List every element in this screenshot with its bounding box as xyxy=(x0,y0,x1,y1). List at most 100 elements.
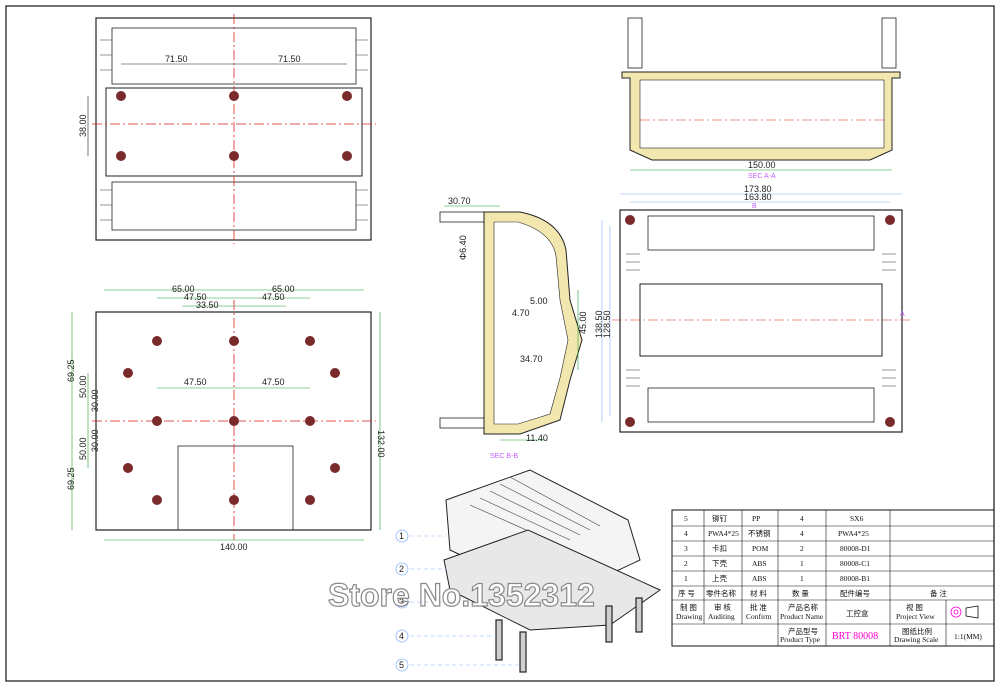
dim-bottom-132-00: 132.00 xyxy=(376,430,386,458)
exploded-view: 1 2 3 4 5 xyxy=(395,469,662,673)
part-2-qty: 1 xyxy=(800,559,804,568)
aa-cavity xyxy=(639,79,885,149)
dim-bottom-30-00-upper: 30.00 xyxy=(90,389,100,412)
callout-3: 3 xyxy=(399,597,404,607)
title-block-grid xyxy=(672,510,994,646)
front-view-outline xyxy=(619,209,903,433)
dim-bottom-69-25-lower: 69.25 xyxy=(66,467,76,490)
header-qty: 数 量 xyxy=(792,588,809,598)
dim-bottom-47-50-upper-right: 47.50 xyxy=(262,292,285,302)
front-view-marker-b: B xyxy=(752,203,757,210)
header-name: 零件名称 xyxy=(706,588,736,598)
product-name-label-cn: 产品名称 xyxy=(788,602,818,612)
dim-bottom-47-50-upper-left: 47.50 xyxy=(184,292,207,302)
dim-bb-phi-6-40: Φ6.40 xyxy=(458,235,468,260)
part-5-qty: 4 xyxy=(800,514,804,523)
part-4-qty: 4 xyxy=(800,529,804,538)
part-4-no: 4 xyxy=(684,529,688,538)
top-view-ribs xyxy=(100,39,368,221)
callout-2: 2 xyxy=(399,564,404,574)
dim-bottom-140-00: 140.00 xyxy=(220,542,248,552)
front-view-lower-window xyxy=(647,387,875,423)
dim-bottom-30-00-lower: 30.00 xyxy=(90,429,100,452)
store-watermark: Store No.1352312 xyxy=(328,577,595,613)
dim-top-71-50-left: 71.50 xyxy=(165,54,188,64)
top-view-outline xyxy=(95,17,372,241)
sheet-border xyxy=(5,5,995,682)
product-name-value: 工控盒 xyxy=(846,608,869,618)
part-1-qty: 1 xyxy=(800,574,804,583)
aa-right-rivet xyxy=(881,17,897,69)
auditing-label-cn: 审 核 xyxy=(714,602,731,612)
scale-value: 1:1(MM) xyxy=(954,632,982,641)
part-2-no: 2 xyxy=(684,559,688,568)
top-view-screws xyxy=(116,91,352,161)
dim-bottom-50-00-upper: 50.00 xyxy=(78,375,88,398)
bb-lower-rivet xyxy=(439,417,485,429)
dim-bottom-47-50-mid-left: 47.50 xyxy=(184,377,207,387)
scale-label-cn: 图纸比例 xyxy=(902,626,932,636)
front-view-dim-lines xyxy=(601,193,902,422)
part-4-material: 不锈钢 xyxy=(748,528,771,538)
product-name-label-en: Product Name xyxy=(780,612,824,621)
exploded-leader-lines xyxy=(410,535,520,666)
product-type-value: BRT 80008 xyxy=(832,631,878,642)
scale-label-en: Drawing Scale xyxy=(894,635,939,644)
title-block: 5 铆钉 PP 4 SX6 4 PWA4*25 不锈钢 4 PWA4*25 3 … xyxy=(671,509,995,647)
title-block-frame xyxy=(671,509,995,647)
dim-bb-45-00: 45.00 xyxy=(578,311,588,334)
part-1-no: 1 xyxy=(684,574,688,583)
dim-bb-34-70: 34.70 xyxy=(520,354,543,364)
header-material: 材 料 xyxy=(750,588,767,598)
front-view-screws xyxy=(625,215,895,427)
header-code: 配件编号 xyxy=(840,588,870,598)
exploded-callout-circles xyxy=(395,529,409,672)
dim-front-138-50: 138.50 xyxy=(594,310,604,338)
top-view-dim-lines xyxy=(87,63,347,156)
part-2-name: 下壳 xyxy=(712,558,727,568)
dim-bb-4-70: 4.70 xyxy=(512,308,530,318)
part-3-material: POM xyxy=(752,544,769,553)
header-no: 序 号 xyxy=(678,588,695,598)
project-view-label-cn: 视 图 xyxy=(906,602,923,612)
aa-left-rivet xyxy=(627,17,643,69)
dim-top-38-00: 38.00 xyxy=(78,114,88,137)
section-bb-label: SEC B-B xyxy=(490,453,518,460)
dim-bb-11-40: 11.40 xyxy=(526,433,548,443)
drawing-label-en: Drawing xyxy=(676,612,702,621)
dim-bb-5-00: 5.00 xyxy=(530,296,548,306)
confirm-label-en: Confirm xyxy=(746,612,772,621)
section-bb-view: 30.70 Φ6.40 5.00 4.70 45.00 34.70 11.40 … xyxy=(439,196,588,460)
product-type-label-cn: 产品型号 xyxy=(788,626,818,636)
dim-bottom-47-50-mid-right: 47.50 xyxy=(262,377,285,387)
dim-bottom-50-00-lower: 50.00 xyxy=(78,437,88,460)
drawing-label-cn: 制 图 xyxy=(680,602,697,612)
section-aa-label: SEC A-A xyxy=(748,173,776,180)
part-4-name: PWA4*25 xyxy=(708,529,739,538)
dim-bb-30-70: 30.70 xyxy=(448,196,471,206)
top-view: 71.50 71.50 38.00 xyxy=(78,14,376,244)
dim-front-163-80: 163.80 xyxy=(744,192,772,202)
part-3-name: 卡扣 xyxy=(712,543,727,553)
dim-bottom-33-50: 33.50 xyxy=(196,300,219,310)
dim-aa-150-00: 150.00 xyxy=(748,160,776,170)
part-3-qty: 2 xyxy=(800,544,804,553)
front-view: 173.80 163.80 138.50 128.50 B A xyxy=(594,184,910,433)
part-2-code: 80008-C1 xyxy=(840,559,870,568)
part-1-material: ABS xyxy=(752,574,767,583)
callout-1: 1 xyxy=(399,531,404,541)
project-view-label-en: Project View xyxy=(896,612,935,621)
bottom-view: 65.00 65.00 47.50 47.50 33.50 47.50 47.5… xyxy=(66,284,386,552)
dim-bottom-65-00-left: 65.00 xyxy=(172,284,195,294)
section-aa-view: 150.00 SEC A-A xyxy=(621,17,901,180)
front-view-upper-window xyxy=(647,215,875,251)
part-5-code: SX6 xyxy=(850,514,864,523)
header-remark: 备 注 xyxy=(930,588,947,598)
bottom-view-dim-lines xyxy=(71,289,381,541)
exploded-rivets xyxy=(495,597,643,673)
dim-top-71-50-right: 71.50 xyxy=(278,54,301,64)
part-1-name: 上壳 xyxy=(712,573,727,583)
auditing-label-en: Auditing xyxy=(708,612,735,621)
